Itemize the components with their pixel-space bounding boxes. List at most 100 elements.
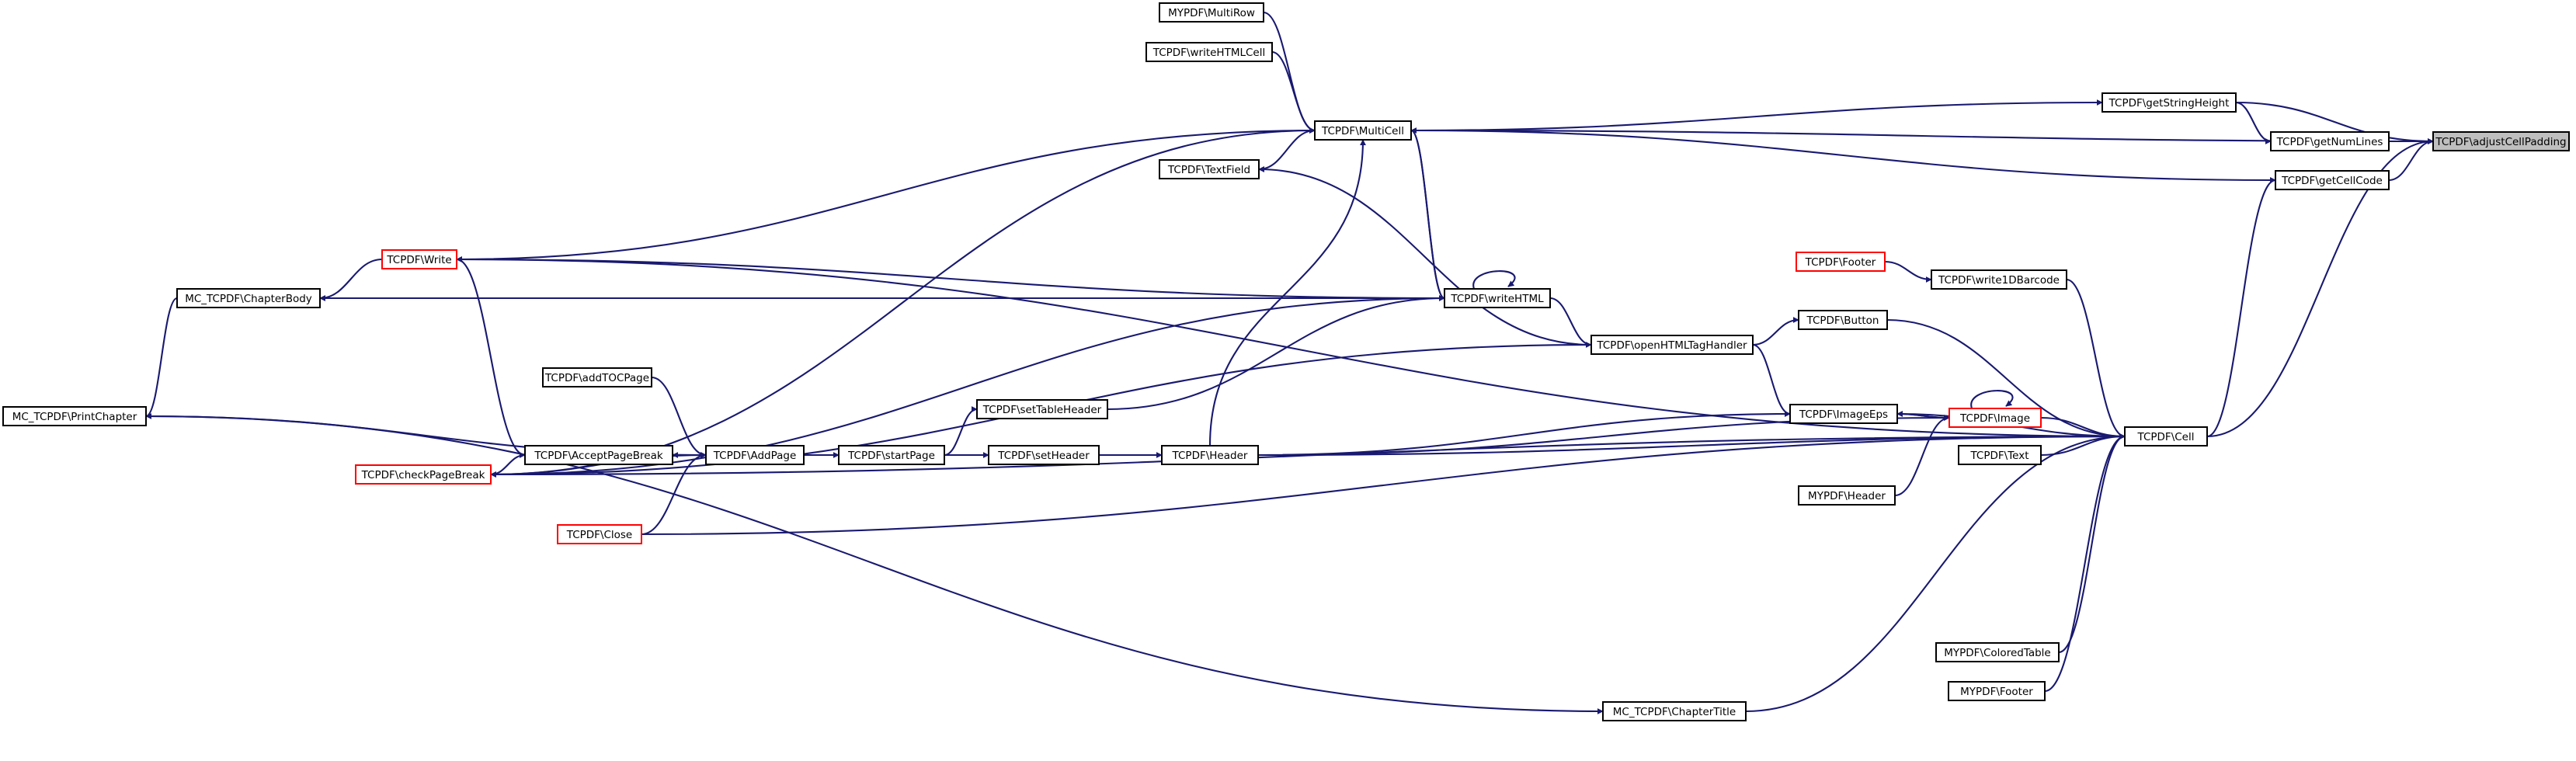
node-add-tocpage[interactable]: TCPDF\addTOCPage xyxy=(542,367,652,387)
edge-header-to-image-eps xyxy=(1257,411,1791,457)
node-label: TCPDF\AddPage xyxy=(713,450,797,462)
edge-image-to-image xyxy=(1970,390,2014,409)
edge-multi-cell-to-get-string-height xyxy=(1410,99,2103,132)
call-edges xyxy=(145,11,2434,714)
node-label: MC_TCPDF\ChapterTitle xyxy=(1613,706,1736,718)
edge-get-string-height-to-get-num-lines xyxy=(2235,101,2272,144)
node-box xyxy=(557,524,642,544)
node-box xyxy=(524,445,673,465)
edge-cell-to-adjust-cell-padding xyxy=(2206,138,2434,438)
node-my-footer[interactable]: MYPDF\Footer xyxy=(1948,681,2046,701)
node-colored-table[interactable]: MYPDF\ColoredTable xyxy=(1935,642,2060,662)
node-footer[interactable]: TCPDF\Footer xyxy=(1796,252,1886,272)
node-print-chapter[interactable]: MC_TCPDF\PrintChapter xyxy=(2,406,147,426)
node-box xyxy=(176,288,321,308)
node-label: TCPDF\openHTMLTagHandler xyxy=(1596,339,1747,352)
node-box xyxy=(2101,92,2237,113)
node-label: TCPDF\Header xyxy=(1172,450,1248,462)
edge-write-to-chapter-body xyxy=(319,258,383,301)
node-text-field[interactable]: TCPDF\TextField xyxy=(1159,159,1260,179)
node-close[interactable]: TCPDF\Close xyxy=(557,524,642,544)
edge-close-to-add-page xyxy=(641,452,707,536)
edge-multi-cell-to-text-field xyxy=(1258,129,1316,172)
node-box xyxy=(1948,681,2046,701)
node-get-cell-code[interactable]: TCPDF\getCellCode xyxy=(2275,170,2390,190)
node-box xyxy=(1789,404,1898,424)
node-multi-row[interactable]: MYPDF\MultiRow xyxy=(1159,2,1264,23)
edge-multi-cell-to-adjust-cell-padding xyxy=(1410,129,2434,144)
node-text[interactable]: TCPDF\Text xyxy=(1958,445,2042,465)
node-check-page-break[interactable]: TCPDF\checkPageBreak xyxy=(355,464,492,485)
edge-add-tocpage-to-add-page xyxy=(651,376,707,458)
edge-colored-table-to-cell xyxy=(2058,433,2126,654)
edge-open-htmltag-handler-to-button xyxy=(1752,317,1799,346)
edge-open-htmltag-handler-to-text-field xyxy=(1258,166,1592,346)
function-nodes: TCPDF\adjustCellPadding TCPDF\getStringHe… xyxy=(2,2,2570,721)
node-label: MYPDF\ColoredTable xyxy=(1944,647,2050,659)
node-box xyxy=(1159,2,1264,23)
edge-check-page-break-to-multi-cell xyxy=(490,127,1316,476)
node-write-htmlcell[interactable]: TCPDF\writeHTMLCell xyxy=(1145,42,1273,62)
edge-get-string-height-to-adjust-cell-padding xyxy=(2235,101,2434,144)
node-box xyxy=(542,367,652,387)
edge-get-cell-code-to-adjust-cell-padding xyxy=(2388,138,2434,182)
edge-my-footer-to-cell xyxy=(2044,433,2126,693)
edge-my-header-to-image xyxy=(1894,415,1950,497)
node-label: TCPDF\TextField xyxy=(1167,164,1250,176)
node-write-html[interactable]: TCPDF\writeHTML xyxy=(1444,288,1551,308)
edge-set-table-header-to-write-html xyxy=(1107,295,1445,411)
node-box xyxy=(988,445,1100,465)
edge-open-htmltag-handler-to-image-eps xyxy=(1752,343,1791,417)
node-box xyxy=(1931,269,2067,290)
node-label: TCPDF\getCellCode xyxy=(2281,175,2383,187)
node-box xyxy=(1590,335,1754,355)
node-header[interactable]: TCPDF\Header xyxy=(1161,445,1259,465)
node-set-table-header[interactable]: TCPDF\setTableHeader xyxy=(976,399,1108,419)
node-box xyxy=(1602,701,1747,721)
node-label: TCPDF\ImageEps xyxy=(1799,408,1888,421)
node-multi-cell[interactable]: TCPDF\MultiCell xyxy=(1314,120,1412,141)
node-chapter-title[interactable]: MC_TCPDF\ChapterTitle xyxy=(1602,701,1747,721)
node-write[interactable]: TCPDF\Write xyxy=(381,249,457,269)
node-adjust-cell-padding[interactable]: TCPDF\adjustCellPadding xyxy=(2432,131,2570,151)
node-label: TCPDF\adjustCellPadding xyxy=(2435,136,2566,148)
node-label: MC_TCPDF\PrintChapter xyxy=(12,411,137,423)
node-add-page[interactable]: TCPDF\AddPage xyxy=(705,445,805,465)
node-box xyxy=(1161,445,1259,465)
node-chapter-body[interactable]: MC_TCPDF\ChapterBody xyxy=(176,288,321,308)
node-label: TCPDF\getStringHeight xyxy=(2108,97,2230,109)
edge-write-htmlcell-to-multi-cell xyxy=(1271,50,1316,134)
node-box xyxy=(1314,120,1412,141)
node-image-eps[interactable]: TCPDF\ImageEps xyxy=(1789,404,1898,424)
node-write1-dbarcode[interactable]: TCPDF\write1DBarcode xyxy=(1931,269,2067,290)
edge-accept-page-break-to-check-page-break xyxy=(490,453,526,478)
edge-start-page-to-set-table-header xyxy=(944,406,978,457)
node-box xyxy=(2275,170,2390,190)
node-cell[interactable]: TCPDF\Cell xyxy=(2124,426,2208,447)
edge-check-page-break-to-cell xyxy=(490,433,2126,476)
node-start-page[interactable]: TCPDF\startPage xyxy=(838,445,945,465)
node-box xyxy=(355,464,492,485)
node-set-header[interactable]: TCPDF\setHeader xyxy=(988,445,1100,465)
node-label: TCPDF\Text xyxy=(1969,450,2028,462)
node-box xyxy=(2124,426,2208,447)
node-box xyxy=(976,399,1108,419)
node-get-num-lines[interactable]: TCPDF\getNumLines xyxy=(2270,131,2390,151)
edge-multi-cell-to-write xyxy=(456,129,1316,262)
node-box xyxy=(1949,408,2042,428)
node-label: TCPDF\Button xyxy=(1806,314,1879,327)
edge-write-html-to-open-htmltag-handler xyxy=(1549,297,1592,348)
edge-close-to-cell xyxy=(641,433,2126,536)
node-box xyxy=(838,445,945,465)
edge-write-html-to-write-html xyxy=(1472,270,1516,290)
node-get-string-height[interactable]: TCPDF\getStringHeight xyxy=(2101,92,2237,113)
node-box xyxy=(2270,131,2390,151)
node-image[interactable]: TCPDF\Image xyxy=(1949,408,2042,428)
node-my-header[interactable]: MYPDF\Header xyxy=(1798,485,1896,506)
node-accept-page-break[interactable]: TCPDF\AcceptPageBreak xyxy=(524,445,673,465)
edge-cell-to-get-cell-code xyxy=(2206,177,2276,438)
node-button[interactable]: TCPDF\Button xyxy=(1798,310,1888,330)
node-open-htmltag-handler[interactable]: TCPDF\openHTMLTagHandler xyxy=(1590,335,1754,355)
edge-chapter-body-to-print-chapter xyxy=(145,297,178,419)
